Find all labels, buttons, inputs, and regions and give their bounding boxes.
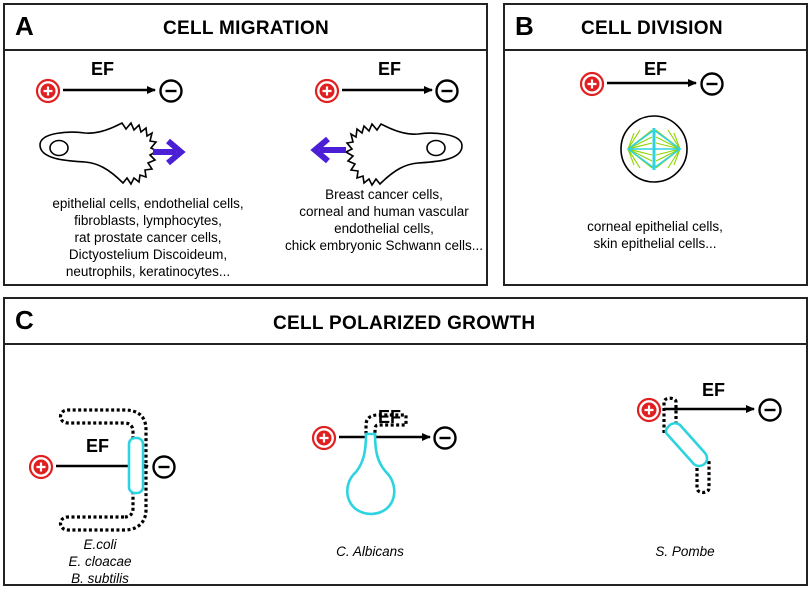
fission-yeast-shape xyxy=(662,396,711,495)
panel-letter: A xyxy=(15,11,34,41)
panel-title: CELL MIGRATION xyxy=(163,18,330,39)
migration-arrow-icon xyxy=(310,136,346,164)
field-group-c3 xyxy=(636,397,782,423)
organism-name: B. subtilis xyxy=(71,571,129,586)
field-group-b xyxy=(579,71,724,97)
field-group-c2 xyxy=(311,425,457,451)
field-group-a-right xyxy=(314,78,459,104)
organism-name: C. Albicans xyxy=(336,544,404,559)
panel-title: CELL POLARIZED GROWTH xyxy=(273,313,536,334)
migration-arrow-icon xyxy=(153,138,186,166)
cell-list-item: epithelial cells, endothelial cells, xyxy=(52,196,244,211)
ef-label: EF xyxy=(702,380,726,400)
cell-list-item: skin epithelial cells... xyxy=(593,236,717,251)
growth-zone xyxy=(664,421,709,468)
ef-label: EF xyxy=(378,59,402,79)
organism-name: E. cloacae xyxy=(68,554,132,569)
panel-header xyxy=(5,299,806,345)
cell-list-division: corneal epithelial cells, skin epithelia… xyxy=(555,218,755,252)
organism-list: S. Pombe xyxy=(625,543,745,560)
organism-list: E.coli E. cloacae B. subtilis xyxy=(40,536,160,587)
ef-label: EF xyxy=(91,59,115,79)
ef-label: EF xyxy=(378,407,402,427)
cell-list-item: Dictyostelium Discoideum, xyxy=(68,247,228,262)
panel-header xyxy=(505,5,806,51)
ef-label: EF xyxy=(86,436,110,456)
panel-letter: B xyxy=(515,11,534,41)
organism-name: E.coli xyxy=(83,537,117,552)
cell-list-item: fibroblasts, lymphocytes, xyxy=(74,213,222,228)
cell-list-item: corneal and human vascular xyxy=(299,204,469,219)
cell-list-item: Breast cancer cells, xyxy=(325,187,443,202)
organism-name: S. Pombe xyxy=(655,544,715,559)
cell-list-item: neutrophils, keratinocytes... xyxy=(65,264,231,279)
organism-list: C. Albicans xyxy=(310,543,430,560)
panel-letter: C xyxy=(15,305,34,335)
field-group-a-left xyxy=(35,78,183,104)
cell-list-right: Breast cancer cells, corneal and human v… xyxy=(264,186,504,254)
spindle-icon xyxy=(620,115,688,183)
ef-label: EF xyxy=(644,59,668,79)
cell-list-item: corneal epithelial cells, xyxy=(587,219,723,234)
growth-zone xyxy=(127,436,145,495)
panel-header xyxy=(5,5,486,51)
cell-list-item: chick embryonic Schwann cells... xyxy=(284,238,484,253)
cell-list-left: epithelial cells, endothelial cells, fib… xyxy=(10,195,286,280)
cell-list-item: endothelial cells, xyxy=(334,221,434,236)
cell-icon xyxy=(344,122,463,187)
cell-list-item: rat prostate cancer cells, xyxy=(74,230,222,245)
field-group-c1 xyxy=(28,454,176,480)
panel-title: CELL DIVISION xyxy=(581,18,723,39)
hyphal-cell-shape xyxy=(346,413,408,516)
bacterium-shape xyxy=(58,408,148,532)
